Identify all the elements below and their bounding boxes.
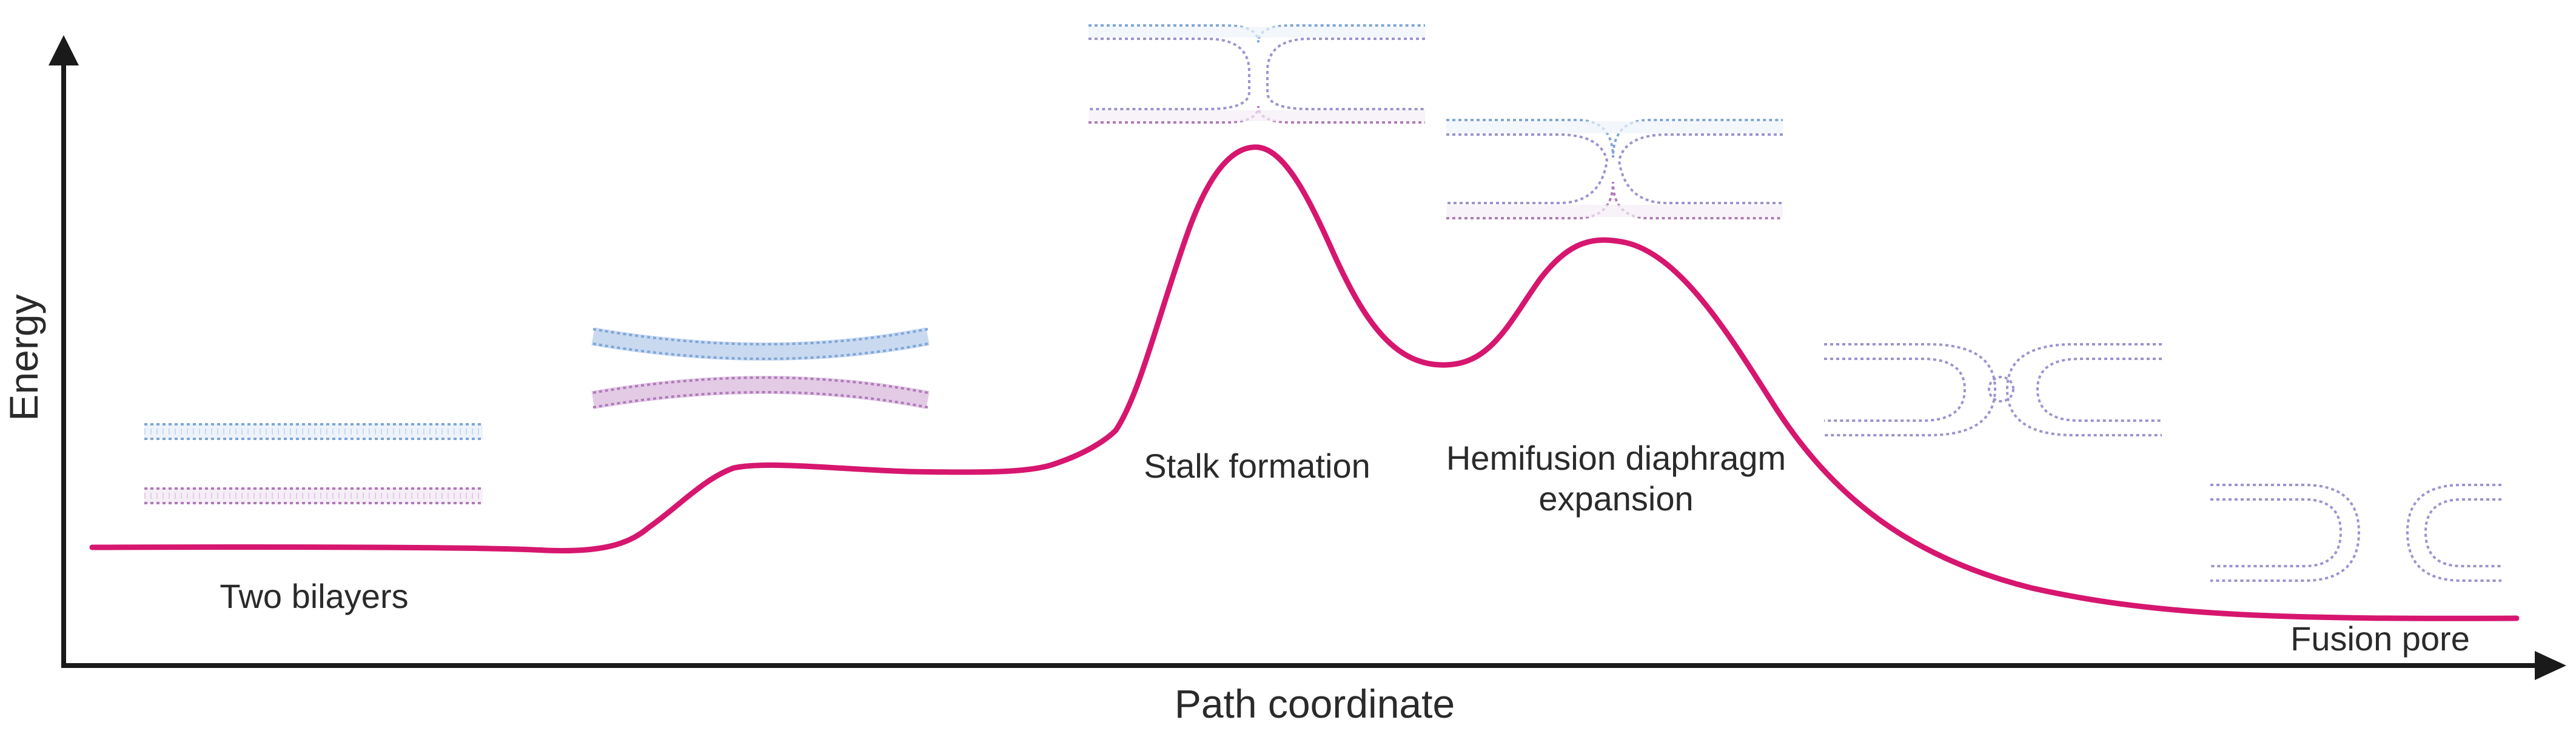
stage-label-stalk-formation: Stalk formation: [1144, 447, 1370, 485]
stage-label-hemifusion-line1: Hemifusion diaphragm: [1446, 439, 1786, 477]
top-bilayer: [144, 423, 483, 440]
bottom-bilayer: [144, 487, 483, 504]
hemifusion-illustration: [1446, 119, 1783, 219]
y-axis-arrowhead: [49, 35, 79, 65]
stage-label-two-bilayers: Two bilayers: [220, 577, 408, 615]
approaching-bilayers-illustration: [591, 327, 930, 409]
energy-curve: [89, 144, 2520, 621]
two-bilayers-illustration: [144, 423, 483, 504]
pore-opening-illustration: [1824, 343, 2162, 436]
axes: [49, 35, 2566, 680]
stage-label-fusion-pore: Fusion pore: [2290, 619, 2470, 658]
stalk-illustration: [1088, 24, 1425, 124]
stage-label-hemifusion-line2: expansion: [1538, 479, 1693, 518]
y-axis-label: Energy: [1, 294, 46, 421]
x-axis-label: Path coordinate: [1175, 681, 1455, 726]
x-axis-arrowhead: [2535, 651, 2566, 680]
fusion-pore-illustration: [2210, 484, 2501, 582]
